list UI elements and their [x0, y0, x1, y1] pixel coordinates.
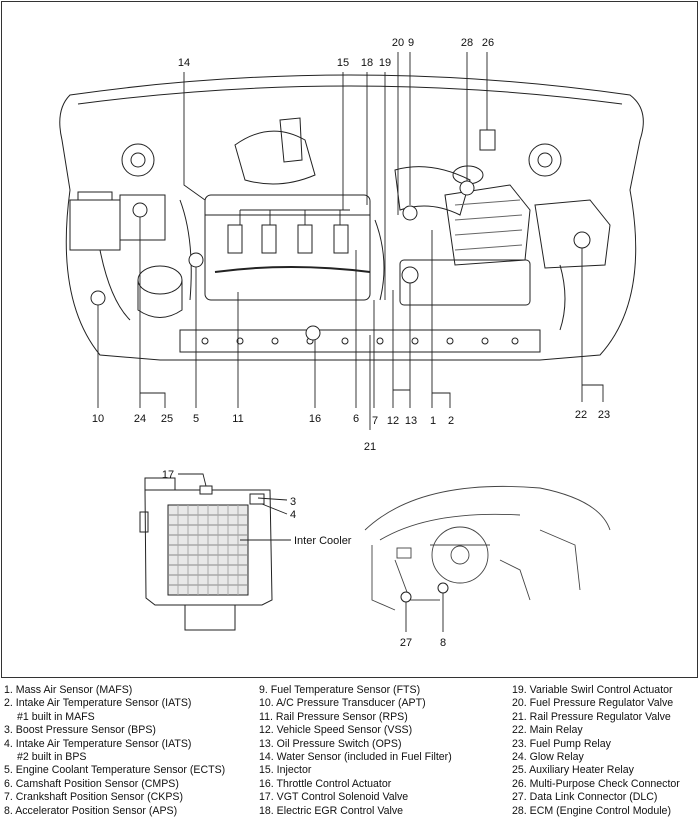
engine-bay-drawing: [59, 74, 644, 361]
callout-2: 2: [448, 415, 454, 427]
legend-item: 3. Boost Pressure Sensor (BPS): [4, 724, 156, 737]
legend-column-2: 9. Fuel Temperature Sensor (FTS) 10. A/C…: [259, 684, 452, 818]
intercooler-drawing: [139, 477, 273, 631]
callout-1: 1: [430, 415, 436, 427]
legend-item: 9. Fuel Temperature Sensor (FTS): [259, 684, 421, 696]
legend-item: 7. Crankshaft Position Sensor (CKPS): [4, 791, 183, 804]
legend-item: 25. Auxiliary Heater Relay: [512, 764, 634, 777]
engine-diagram: 1 2 3 4 5 6 7 8 9 10 11 12 13 14 15 16 1…: [59, 37, 644, 649]
component-legend: 1. Mass Air Sensor (MAFS) 2. Intake Air …: [0, 684, 700, 829]
inter-cooler-label: Inter Cooler: [294, 535, 352, 547]
legend-item: 22. Main Relay: [512, 724, 583, 737]
legend-item: 4. Intake Air Temperature Sensor (IATS): [4, 737, 192, 750]
callout-18: 18: [361, 57, 373, 69]
legend-column-1: 1. Mass Air Sensor (MAFS) 2. Intake Air …: [4, 684, 225, 818]
legend-item: 19. Variable Swirl Control Actuator: [512, 684, 673, 696]
dashboard-drawing: [364, 485, 611, 611]
callout-8: 8: [440, 637, 446, 649]
callout-23: 23: [598, 409, 610, 421]
callout-19: 19: [379, 57, 391, 69]
callout-24: 24: [134, 413, 146, 425]
legend-column-3: 19. Variable Swirl Control Actuator 20. …: [512, 684, 680, 818]
callout-27: 27: [400, 637, 412, 649]
legend-item: 1. Mass Air Sensor (MAFS): [4, 684, 133, 696]
legend-item: 15. Injector: [259, 764, 312, 777]
legend-item: 2. Intake Air Temperature Sensor (IATS): [4, 697, 192, 710]
dashboard-leaders: [405, 593, 444, 632]
callout-9: 9: [408, 37, 414, 49]
legend-item: 10. A/C Pressure Transducer (APT): [259, 697, 426, 710]
legend-item: 16. Throttle Control Actuator: [259, 777, 392, 790]
legend-item: 13. Oil Pressure Switch (OPS): [259, 737, 402, 750]
callout-4: 4: [290, 509, 296, 521]
callout-10: 10: [92, 413, 104, 425]
legend-item: 8. Accelerator Position Sensor (APS): [4, 804, 178, 817]
callout-labels: 1 2 3 4 5 6 7 8 9 10 11 12 13 14 15 16 1…: [92, 37, 610, 649]
callout-21: 21: [364, 441, 376, 453]
callout-13: 13: [405, 415, 417, 427]
callout-6: 6: [353, 413, 359, 425]
legend-item: #1 built in MAFS: [17, 710, 95, 723]
legend-item: 23. Fuel Pump Relay: [512, 737, 611, 750]
callout-12: 12: [387, 415, 399, 427]
legend-item: 5. Engine Coolant Temperature Sensor (EC…: [4, 764, 226, 777]
legend-item: 12. Vehicle Speed Sensor (VSS): [259, 724, 413, 737]
dashboard-markers: [400, 582, 449, 603]
legend-item: #2 built in BPS: [17, 751, 87, 764]
callout-5: 5: [193, 413, 199, 425]
callout-28: 28: [461, 37, 473, 49]
leader-lines: [97, 52, 604, 430]
callout-15: 15: [337, 57, 349, 69]
callout-25: 25: [161, 413, 173, 425]
legend-item: 21. Rail Pressure Regulator Valve: [512, 710, 671, 723]
legend-item: 14. Water Sensor (included in Fuel Filte…: [259, 751, 452, 764]
legend-item: 24. Glow Relay: [512, 751, 584, 764]
callout-17: 17: [162, 469, 174, 481]
intercooler-leaders: [178, 473, 291, 541]
legend-item: 27. Data Link Connector (DLC): [512, 791, 658, 804]
callout-14: 14: [178, 57, 190, 69]
legend-item: 28. ECM (Engine Control Module): [512, 804, 671, 817]
legend-item: 11. Rail Pressure Sensor (RPS): [259, 710, 408, 723]
callout-22: 22: [575, 409, 587, 421]
legend-item: 18. Electric EGR Control Valve: [259, 804, 404, 817]
callout-16: 16: [309, 413, 321, 425]
legend-item: 26. Multi-Purpose Check Connector: [512, 777, 680, 790]
callout-11: 11: [232, 413, 243, 425]
legend-item: 6. Camshaft Position Sensor (CMPS): [4, 777, 179, 790]
callout-3: 3: [290, 496, 296, 508]
callout-26: 26: [482, 37, 494, 49]
callout-7: 7: [372, 415, 378, 427]
legend-item: 17. VGT Control Solenoid Valve: [259, 791, 409, 804]
callout-20: 20: [392, 37, 404, 49]
legend-item: 20. Fuel Pressure Regulator Valve: [512, 697, 674, 710]
